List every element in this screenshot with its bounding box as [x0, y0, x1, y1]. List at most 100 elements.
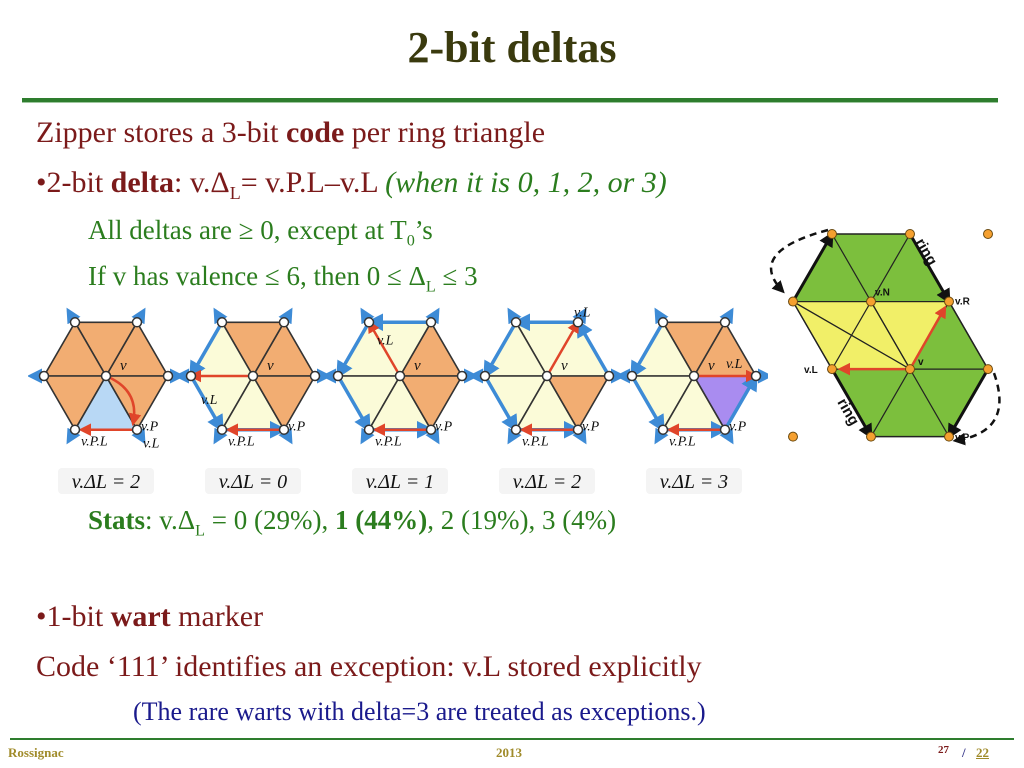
mesh-vertex	[247, 370, 259, 382]
ring-vertex	[788, 431, 798, 442]
footer-divider	[10, 738, 1014, 740]
ring-edge	[831, 233, 872, 302]
label-v: v	[561, 358, 568, 374]
delta-caption: v.ΔL = 2	[72, 471, 140, 493]
mesh-vertex	[719, 317, 731, 328]
label-vl: v.L	[726, 357, 743, 372]
mesh-vertex	[363, 424, 375, 435]
label-vpl: v.P.L	[669, 435, 696, 450]
mesh-vertex	[541, 370, 553, 382]
mesh-vertex	[510, 424, 522, 435]
ring-vertex	[788, 296, 798, 307]
mesh-vertex	[572, 424, 584, 435]
label-vpl: v.P.L	[81, 435, 108, 450]
label-vp: v.P	[582, 420, 600, 435]
footer-page-total[interactable]: 22	[976, 745, 989, 760]
text-line-zipper: Zipper stores a 3-bit code per ring tria…	[36, 116, 546, 149]
mesh-vertex	[456, 370, 468, 382]
label-vpl: v.P.L	[375, 435, 402, 450]
hexagon-diagram: vv.Pv.P.Lv.Lv.ΔL = 3	[615, 307, 768, 494]
mesh-vertex	[278, 317, 290, 328]
label-vpl: v.P.L	[522, 435, 549, 450]
ring-label-vr: v.R	[955, 297, 971, 308]
mesh-vertex	[719, 424, 731, 435]
ring-label-vl: v.L	[804, 365, 818, 376]
delta-caption: v.ΔL = 0	[219, 471, 287, 493]
hexagon-diagram: v v.P v.P.L v.L v.ΔL = 2	[468, 305, 626, 494]
label-vl: v.L	[377, 333, 394, 348]
label-vp: v.P	[729, 420, 747, 435]
mesh-vertex	[657, 317, 669, 328]
red-arrow-v-to-l	[105, 374, 142, 427]
mesh-vertex	[162, 370, 174, 382]
mesh-vertex	[69, 317, 81, 328]
dashed-wrap-arrow	[952, 372, 1001, 446]
hexagon-illustrations: v v.P v.P.L v.L v.ΔL = 2 v v.P v.P.L v.L v.ΔL = 0…	[28, 305, 768, 494]
ring-edge-arrow	[630, 375, 665, 433]
label-vl: v.L	[143, 437, 160, 452]
ring-vertex	[866, 296, 876, 307]
mesh-vertex	[750, 370, 762, 382]
text-line-rare-warts: (The rare warts with delta=3 are treated…	[133, 697, 706, 726]
label-vpl: v.P.L	[228, 435, 255, 450]
red-arrow-v-to-r	[908, 305, 947, 370]
mesh-vertex	[185, 370, 197, 382]
mesh-vertex	[657, 424, 669, 435]
mesh-vertex	[626, 370, 638, 382]
delta-caption: v.ΔL = 2	[513, 471, 581, 493]
ring-vertex	[827, 364, 837, 375]
ring-label-vn: v.N	[875, 288, 890, 299]
ring-edge-arrow	[576, 319, 611, 377]
title-divider	[22, 98, 998, 103]
mesh-vertex	[688, 370, 700, 382]
caption-backdrop	[499, 468, 595, 494]
ring-vertex	[905, 229, 915, 239]
red-arrow-v-to-l	[367, 320, 402, 377]
ring-edge-arrow	[189, 321, 224, 380]
mesh-vertex	[603, 370, 615, 382]
mesh-vertex	[510, 317, 522, 328]
ring-edge	[831, 301, 872, 370]
ring-vertex	[944, 296, 954, 307]
ring-vertex	[983, 229, 993, 239]
text-line-stats: Stats: v.ΔL = 0 (29%), 1 (44%), 2 (19%),…	[88, 505, 617, 540]
text-line-valence: If v has valence ≤ 6, then 0 ≤ ΔL ≤ 3	[88, 261, 478, 296]
slide-title: 2-bit deltas	[407, 23, 617, 72]
mesh-vertex	[100, 370, 112, 382]
label-v: v	[267, 358, 274, 374]
mesh-vertex	[216, 317, 228, 328]
ring-vertex	[944, 431, 954, 442]
caption-backdrop	[352, 468, 448, 494]
ring-label-v: v	[918, 357, 924, 368]
mesh-vertex	[479, 370, 491, 382]
text-line-deltas-nonneg: All deltas are ≥ 0, except at T0’s	[88, 215, 433, 250]
ring-edge	[792, 301, 833, 370]
mesh-vertex	[332, 370, 344, 382]
delta-caption: v.ΔL = 1	[366, 471, 434, 493]
footer-year: 2013	[496, 745, 522, 760]
ring-edge	[870, 301, 911, 370]
label-v: v	[414, 358, 421, 374]
footer-page-number: 27	[938, 744, 949, 756]
text-line-delta: •2-bit delta: v.ΔL= v.P.L–v.L (when it i…	[36, 166, 667, 203]
dashed-wrap-arrow	[770, 228, 829, 294]
caption-backdrop	[58, 468, 154, 494]
label-vp: v.P	[141, 420, 159, 435]
label-vl: v.L	[574, 305, 591, 320]
text-line-wart: •1-bit wart marker	[36, 600, 264, 633]
mesh-triangle	[104, 375, 170, 432]
ring-vertex	[827, 229, 837, 239]
ring-direction-arrow	[908, 233, 951, 305]
mesh-triangle	[545, 375, 611, 432]
mesh-triangle	[251, 375, 317, 432]
ring-direction-arrow	[830, 368, 873, 440]
ring-vertex	[866, 431, 876, 442]
mesh-vertex	[309, 370, 321, 382]
ring-edge	[870, 233, 911, 302]
label-vp: v.P	[288, 420, 306, 435]
mesh-vertex	[216, 424, 228, 435]
mesh-triangle	[398, 375, 464, 432]
label-v: v	[708, 358, 715, 374]
ring-direction-arrow	[947, 368, 990, 440]
